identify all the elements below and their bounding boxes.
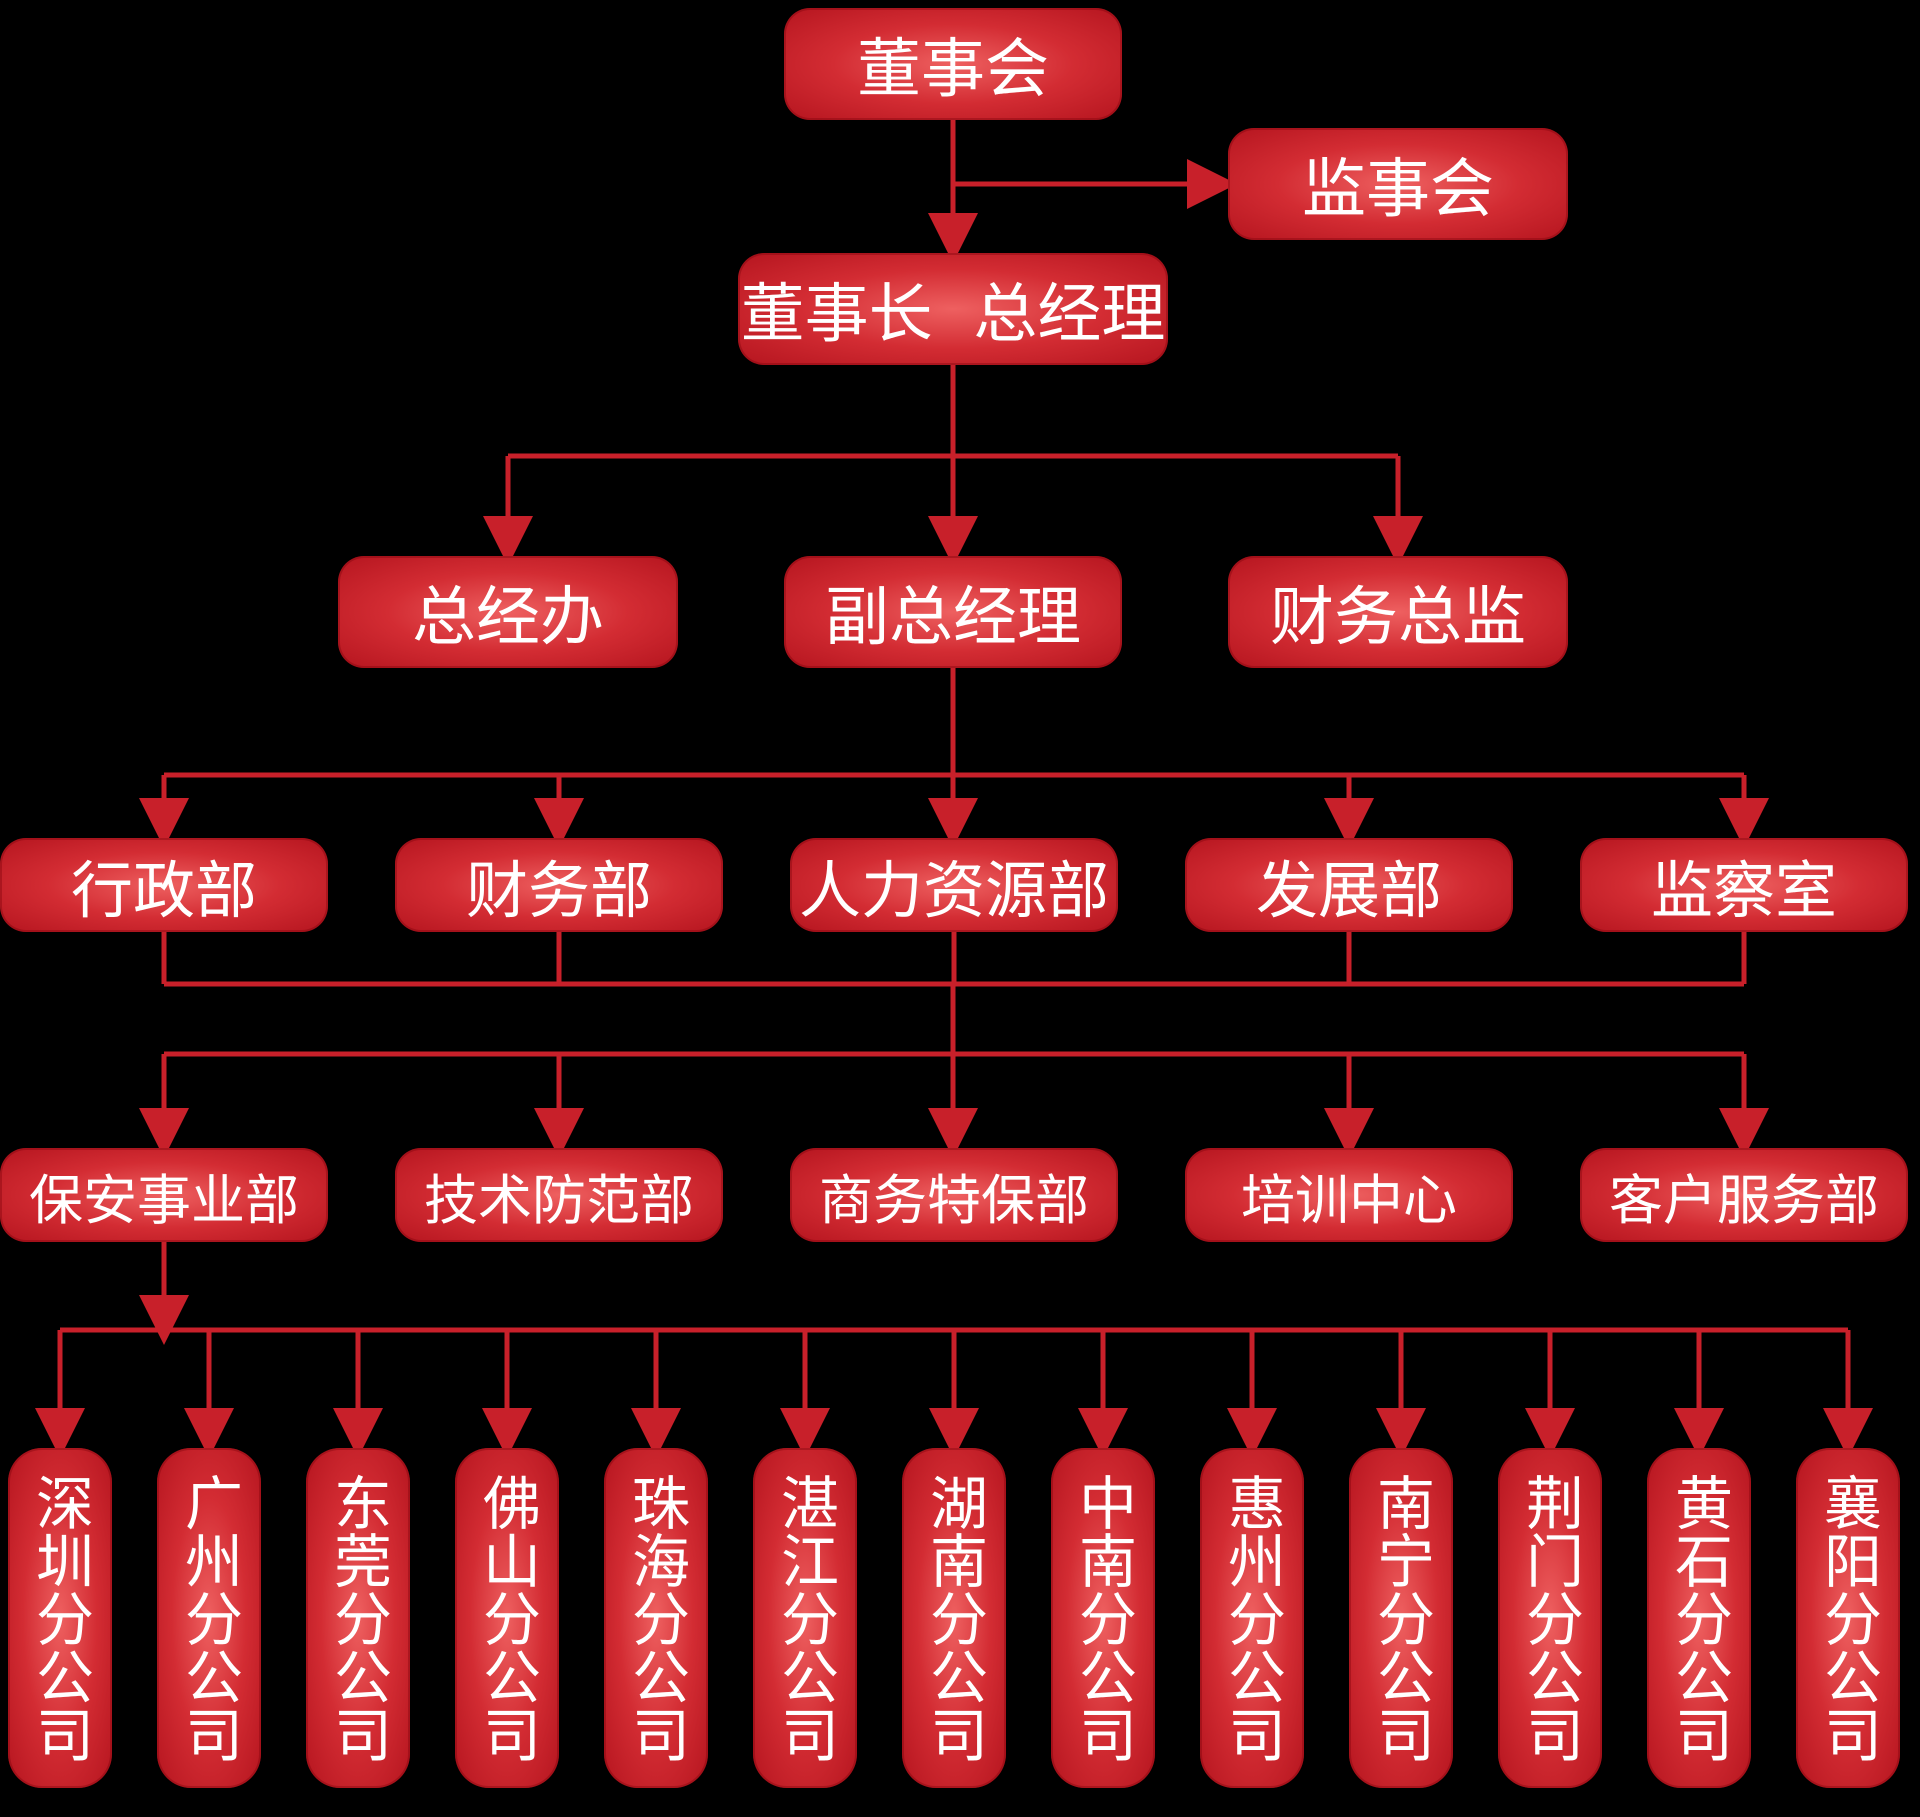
admin-dept-box[interactable]: 行政部	[0, 838, 328, 932]
branch-xiangyang[interactable]: 襄阳分公司	[1796, 1448, 1900, 1788]
training-center-box[interactable]: 培训中心	[1185, 1148, 1513, 1242]
branch-hunan[interactable]: 湖南分公司	[902, 1448, 1006, 1788]
security-division-box[interactable]: 保安事业部	[0, 1148, 328, 1242]
cfo-box[interactable]: 财务总监	[1228, 556, 1568, 668]
branch-huizhou[interactable]: 惠州分公司	[1200, 1448, 1304, 1788]
branch-zhuhai[interactable]: 珠海分公司	[604, 1448, 708, 1788]
development-dept-box[interactable]: 发展部	[1185, 838, 1513, 932]
branch-jingmen[interactable]: 荆门分公司	[1498, 1448, 1602, 1788]
board-box[interactable]: 董事会	[784, 8, 1122, 120]
finance-dept-box[interactable]: 财务部	[395, 838, 723, 932]
branch-nanning[interactable]: 南宁分公司	[1349, 1448, 1453, 1788]
branch-huangshi[interactable]: 黄石分公司	[1647, 1448, 1751, 1788]
supervisory-board-box[interactable]: 监事会	[1228, 128, 1568, 240]
deputy-gm-box[interactable]: 副总经理	[784, 556, 1122, 668]
branch-zhanjiang[interactable]: 湛江分公司	[753, 1448, 857, 1788]
vip-protection-dept-box[interactable]: 商务特保部	[790, 1148, 1118, 1242]
inspection-office-box[interactable]: 监察室	[1580, 838, 1908, 932]
branch-shenzhen[interactable]: 深圳分公司	[8, 1448, 112, 1788]
hr-dept-box[interactable]: 人力资源部	[790, 838, 1118, 932]
customer-service-dept-box[interactable]: 客户服务部	[1580, 1148, 1908, 1242]
tech-prevention-dept-box[interactable]: 技术防范部	[395, 1148, 723, 1242]
gm-office-box[interactable]: 总经办	[338, 556, 678, 668]
chairman-gm-box[interactable]: 董事长 总经理	[738, 253, 1168, 365]
branch-guangzhou[interactable]: 广州分公司	[157, 1448, 261, 1788]
branch-dongguan[interactable]: 东莞分公司	[306, 1448, 410, 1788]
branch-zhongnan[interactable]: 中南分公司	[1051, 1448, 1155, 1788]
branch-foshan[interactable]: 佛山分公司	[455, 1448, 559, 1788]
